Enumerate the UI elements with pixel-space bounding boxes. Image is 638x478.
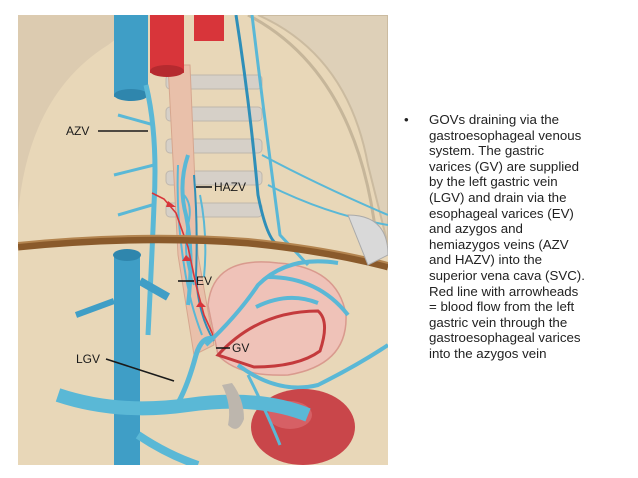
azygos-branch [113,113,155,217]
label-hazv: HAZV [214,180,246,194]
label-lgv: LGV [76,352,100,366]
anatomy-svg: AZV HAZV EV GV LGV [18,15,388,465]
portal-branch [138,277,170,301]
label-azv: AZV [66,124,89,138]
pancreas-fragment [222,383,244,429]
label-ev: EV [196,274,212,288]
portal-branch [74,298,116,318]
lgv-leader [105,358,175,382]
splenic-branch [135,431,200,465]
diaphragm-highlight [18,234,388,264]
gastric-veins [204,259,388,390]
esophageal-varices [176,164,215,342]
esophagus [167,64,215,356]
superior-vena-cava [114,15,148,97]
flow-arrowheads [166,201,206,307]
blood-flow-line [151,192,215,338]
thorax-outline [247,15,380,256]
leader-lines [98,130,230,382]
caption: • GOVs draining via the gastroesophageal… [404,112,624,362]
intercostal-vein [261,154,388,216]
anatomy-illustration: AZV HAZV EV GV LGV [18,15,388,465]
thoracic-vein [234,15,281,247]
gastric-varices [215,309,326,369]
aorta [150,15,184,73]
hemiazygos-vein [180,154,193,306]
aorta-top [150,65,184,77]
portal-vein [114,253,140,465]
diaphragm [18,236,388,271]
svc-end [114,89,148,101]
left-gastric-vein [175,335,215,405]
thoracic-vein [250,15,310,267]
label-gv: GV [232,341,249,355]
caption-bullet: • [404,112,409,127]
lung-contour [257,15,388,246]
short-gastric-vein [246,374,282,446]
splenic-vein [55,388,311,422]
artery-branch [194,15,224,41]
portal-vein-top [113,249,141,261]
caption-text: GOVs draining via the gastroesophageal v… [429,112,585,361]
thoracic-cavity [18,15,148,215]
